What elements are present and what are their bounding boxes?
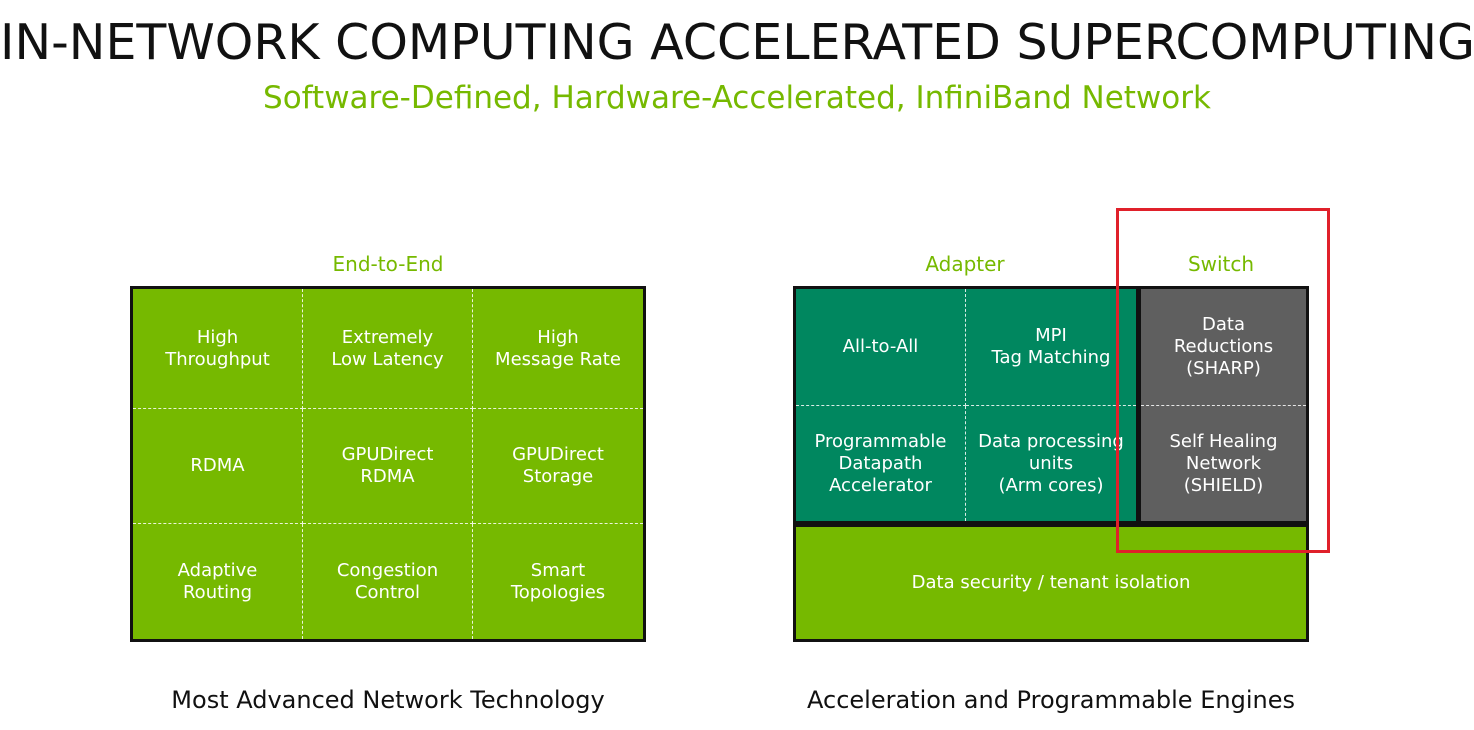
feature-message-rate: High Message Rate [473, 289, 643, 409]
adapter-label: Adapter [925, 252, 1005, 276]
page-title: IN-NETWORK COMPUTING ACCELERATED SUPERCO… [0, 14, 1474, 71]
switch-highlight-box [1116, 208, 1330, 553]
adapter-grid: All-to-All MPI Tag Matching Programmable… [796, 289, 1136, 521]
adapter-mpi-tag-matching: MPI Tag Matching [966, 289, 1136, 406]
page-subtitle: Software-Defined, Hardware-Accelerated, … [263, 80, 1211, 116]
adapter-dpu-arm-cores: Data processing units (Arm cores) [966, 406, 1136, 521]
feature-smart-topologies: Smart Topologies [510, 559, 606, 603]
end-to-end-label: End-to-End [332, 252, 444, 276]
switch-grid: Data Reductions (SHARP) Self Healing Net… [1141, 289, 1306, 521]
adapter-datapath-accelerator: Programmable Datapath Accelerator [796, 406, 966, 521]
feature-gpudirect-rdma: GPUDirect RDMA [303, 409, 473, 524]
feature-high-throughput: High Throughput [133, 289, 303, 409]
adapter-all-to-all: All-to-All [796, 289, 966, 406]
feature-low-latency: Extremely Low Latency [303, 289, 473, 409]
feature-congestion-control: Congestion Control [303, 524, 473, 639]
left-caption: Most Advanced Network Technology [171, 686, 605, 714]
switch-shield: Self Healing Network (SHIELD) [1141, 406, 1306, 521]
end-to-end-grid: High Throughput Extremely Low Latency Hi… [130, 286, 646, 642]
switch-label: Switch [1187, 252, 1255, 276]
switch-sharp: Data Reductions (SHARP) [1141, 289, 1306, 406]
right-diagram: All-to-All MPI Tag Matching Programmable… [793, 286, 1309, 642]
feature-rdma: RDMA [133, 409, 303, 524]
feature-gpudirect-storage: GPUDirect Storage [473, 409, 643, 524]
feature-adaptive-routing: Adaptive Routing [133, 524, 303, 639]
data-security-bar: Data security / tenant isolation [796, 527, 1306, 639]
right-caption: Acceleration and Programmable Engines [807, 686, 1295, 714]
